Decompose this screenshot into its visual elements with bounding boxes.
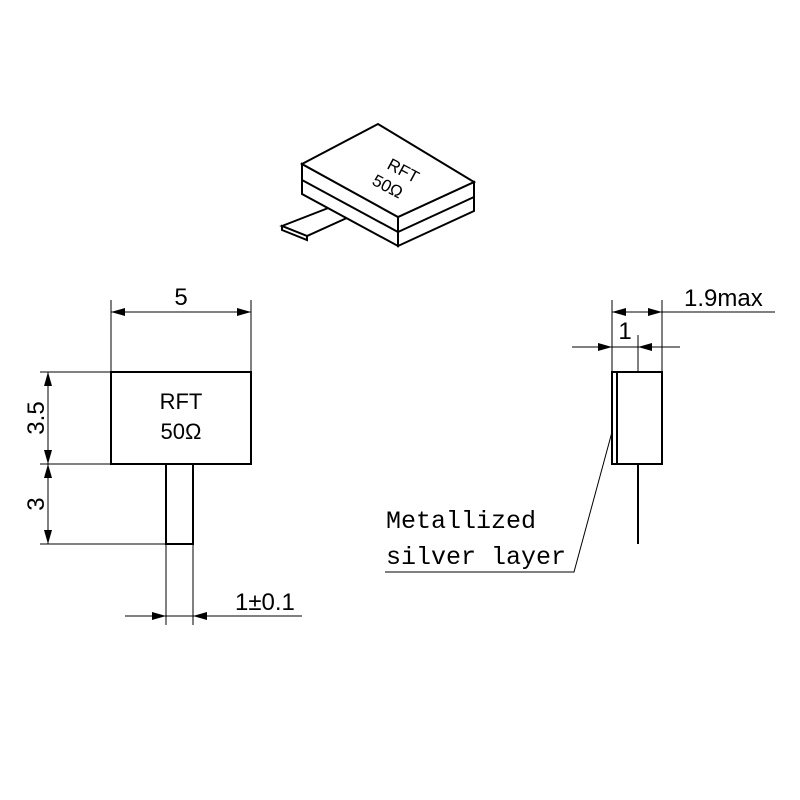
dim-vertical: 3.5 3	[23, 371, 166, 545]
callout-text-line1: Metallized	[386, 507, 536, 536]
arrowhead	[638, 343, 652, 351]
arrowhead	[648, 308, 662, 316]
side-body-outline	[611, 371, 663, 465]
arrowhead	[44, 464, 52, 478]
dim-label-thickness: 1	[618, 318, 631, 345]
dim-body-width: 5	[110, 284, 252, 372]
dim-label-thickness-max: 1.9max	[684, 285, 763, 312]
arrowhead	[44, 530, 52, 544]
arrowhead	[111, 308, 125, 316]
arrowhead	[237, 308, 251, 316]
front-body-outline	[110, 371, 252, 465]
arrowhead	[612, 308, 626, 316]
leader-line	[385, 431, 613, 573]
dim-label-lead-length: 3	[23, 497, 50, 510]
side-view	[611, 371, 663, 544]
arrowhead	[598, 343, 612, 351]
arrowhead	[44, 450, 52, 464]
dim-label-body-width: 5	[174, 284, 187, 311]
dim-thickness-max: 1.9max	[612, 285, 775, 372]
iso-body-top-face	[299, 122, 477, 219]
front-view: RFT 50Ω	[110, 371, 252, 545]
dim-label-body-height: 3.5	[23, 401, 50, 434]
arrowhead	[152, 612, 166, 620]
iso-layer-line-left	[301, 179, 399, 233]
dim-lead-width: 1±0.1	[125, 544, 302, 625]
front-marking-line2: 50Ω	[161, 419, 202, 444]
iso-lead-side	[281, 224, 308, 242]
front-marking-line1: RFT	[160, 389, 203, 414]
dim-label-lead-width: 1±0.1	[235, 589, 295, 616]
iso-layer-line-right	[397, 196, 475, 233]
callout-text-line2: silver layer	[386, 543, 566, 572]
isometric-view: RFT 50Ω	[279, 122, 477, 248]
front-lead-outline	[165, 463, 194, 545]
arrowhead	[193, 612, 207, 620]
callout-silver-layer: Metallized silver layer	[385, 431, 613, 573]
arrowhead	[44, 372, 52, 386]
